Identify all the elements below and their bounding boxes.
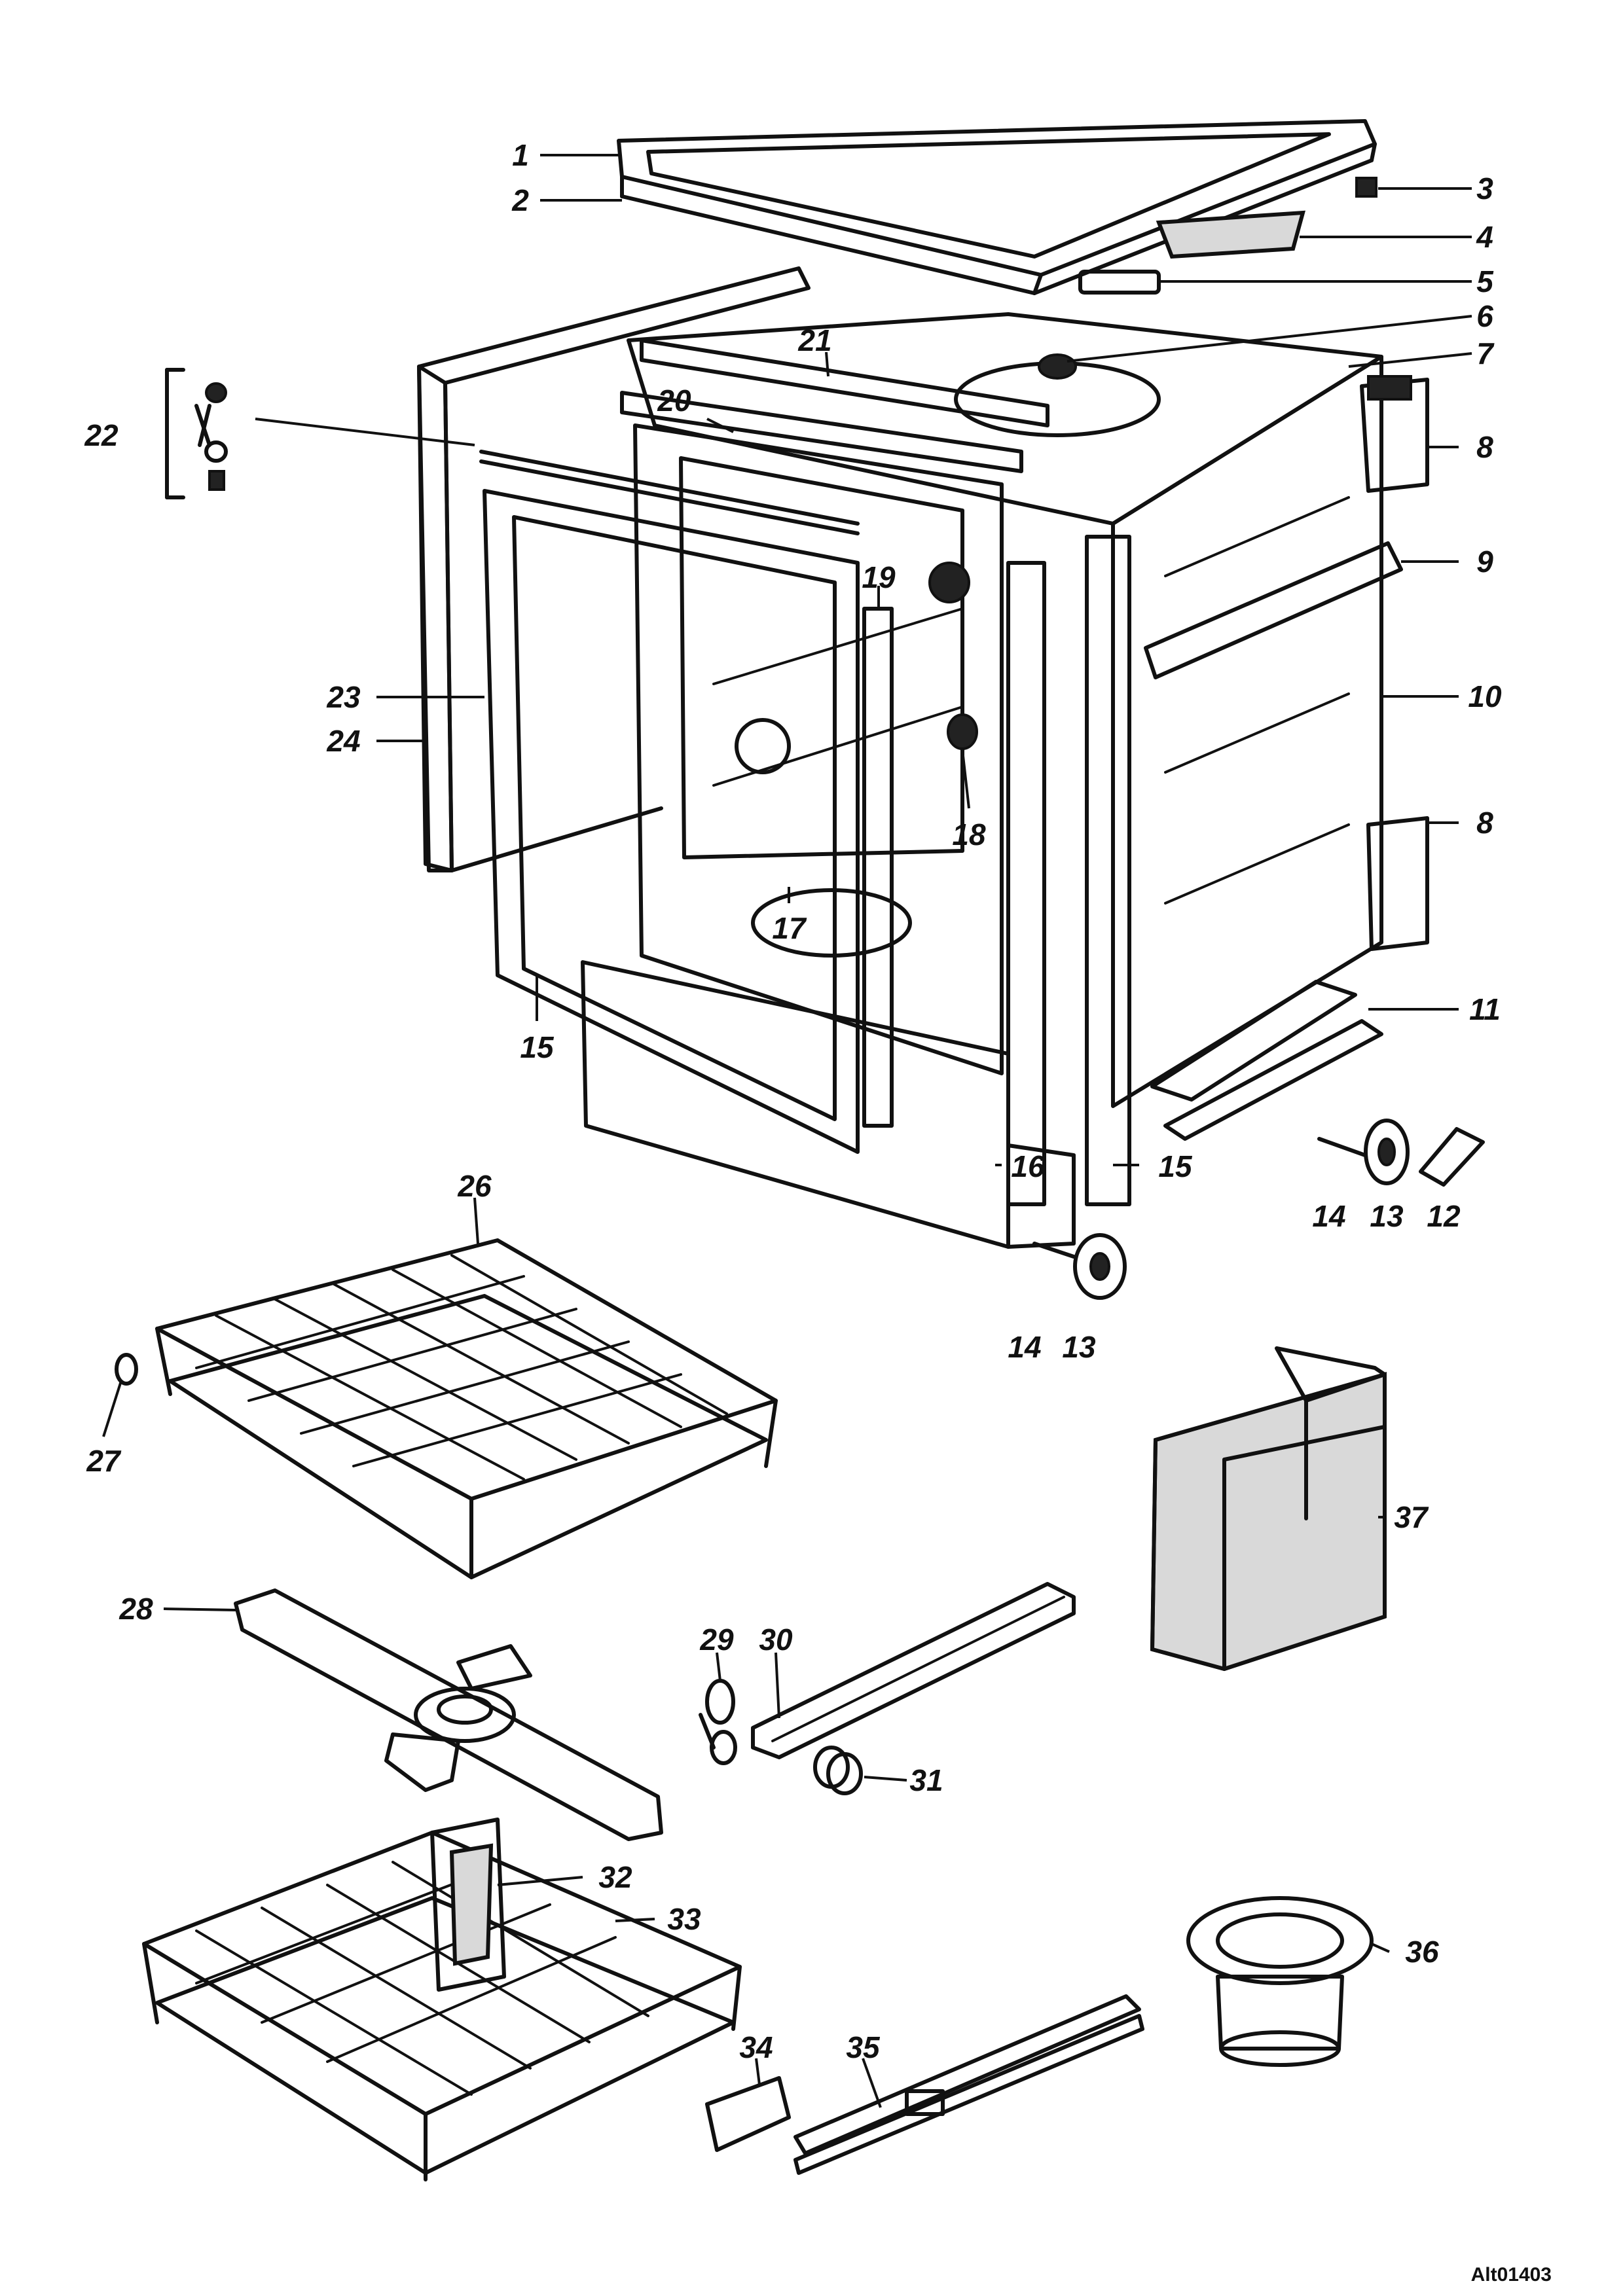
foot-screw-right bbox=[1317, 1137, 1367, 1157]
callout-37: 37 bbox=[1394, 1500, 1429, 1534]
callout-24: 24 bbox=[326, 724, 360, 758]
callout-35: 35 bbox=[846, 2030, 881, 2064]
upper-basket bbox=[155, 1238, 778, 1579]
callout-28: 28 bbox=[119, 1592, 153, 1626]
callout-27: 27 bbox=[86, 1444, 122, 1478]
callout-8: 8 bbox=[1476, 806, 1493, 840]
callout-1: 1 bbox=[512, 138, 529, 172]
callout-12: 12 bbox=[1427, 1199, 1461, 1233]
cutlery-basket bbox=[1150, 1346, 1387, 1672]
lower-spray-arm bbox=[234, 1588, 663, 1841]
callout-30: 30 bbox=[759, 1623, 793, 1657]
callout-32: 32 bbox=[598, 1860, 632, 1894]
top-bracket bbox=[1078, 270, 1161, 295]
basket-rail bbox=[793, 1994, 1144, 2175]
callout-15: 15 bbox=[1158, 1149, 1193, 1183]
reference-code: Alt01403 bbox=[1471, 2264, 1552, 2286]
leveling-foot-front bbox=[1073, 1233, 1127, 1300]
callout-36: 36 bbox=[1405, 1935, 1439, 1969]
callout-29: 29 bbox=[699, 1623, 734, 1657]
sump-filter bbox=[751, 888, 912, 958]
rinse-aid-cap bbox=[947, 713, 978, 750]
cabinet-body bbox=[417, 266, 1383, 1249]
cross-rail bbox=[640, 338, 1049, 427]
callout-6: 6 bbox=[1476, 299, 1493, 333]
leveling-foot-right bbox=[1364, 1119, 1410, 1185]
callout-3: 3 bbox=[1476, 171, 1493, 206]
callout-8: 8 bbox=[1476, 430, 1493, 464]
top-rail bbox=[620, 391, 1023, 473]
upper-spray-arm bbox=[751, 1582, 1076, 1759]
callout-19: 19 bbox=[862, 560, 896, 594]
callout-4: 4 bbox=[1476, 220, 1493, 254]
lower-basket bbox=[142, 1831, 742, 2181]
fill-funnel bbox=[928, 562, 970, 603]
callout-23: 23 bbox=[326, 680, 361, 714]
callout-11: 11 bbox=[1469, 992, 1501, 1026]
callout-26: 26 bbox=[457, 1169, 492, 1203]
cable-bracket-upper bbox=[1360, 375, 1429, 493]
callout-9: 9 bbox=[1476, 545, 1493, 579]
callout-18: 18 bbox=[952, 817, 986, 852]
callout-10: 10 bbox=[1468, 679, 1502, 713]
callout-14: 14 bbox=[1312, 1199, 1345, 1233]
callout-15: 15 bbox=[520, 1030, 555, 1064]
foot-bracket bbox=[1419, 1127, 1485, 1187]
callout-33: 33 bbox=[667, 1902, 701, 1936]
filter-cup bbox=[1186, 1896, 1374, 2067]
callout-34: 34 bbox=[739, 2030, 773, 2064]
callout-22: 22 bbox=[84, 418, 119, 452]
callout-7: 7 bbox=[1476, 336, 1495, 370]
arm-support bbox=[699, 1679, 737, 1765]
callout-14: 14 bbox=[1008, 1330, 1041, 1364]
leader-lines bbox=[102, 154, 1472, 2108]
upper-seal-strip bbox=[479, 450, 860, 535]
clip-part bbox=[1355, 177, 1377, 198]
top-lid bbox=[617, 119, 1377, 295]
foot-screw-front bbox=[1032, 1242, 1076, 1259]
callout-17: 17 bbox=[772, 911, 807, 945]
cable-bracket-lower bbox=[1366, 816, 1429, 951]
callout-13: 13 bbox=[1370, 1199, 1404, 1233]
callout-2: 2 bbox=[511, 183, 529, 217]
callout-5: 5 bbox=[1476, 264, 1494, 298]
insulation-pad bbox=[1156, 210, 1306, 259]
callout-13: 13 bbox=[1062, 1330, 1096, 1364]
callout-16: 16 bbox=[1011, 1149, 1045, 1183]
callout-31: 31 bbox=[909, 1763, 943, 1797]
callout-21: 21 bbox=[797, 323, 831, 357]
hinge-kit bbox=[165, 368, 228, 499]
basket-end-cap bbox=[705, 2076, 791, 2152]
rail-bracket bbox=[1144, 541, 1403, 679]
basket-roller bbox=[115, 1353, 138, 1386]
arm-bearing bbox=[813, 1746, 863, 1795]
basket-center-post bbox=[430, 1818, 506, 1992]
door-seal bbox=[483, 489, 860, 1154]
side-seal-strip bbox=[862, 607, 894, 1128]
callout-20: 20 bbox=[657, 384, 691, 418]
